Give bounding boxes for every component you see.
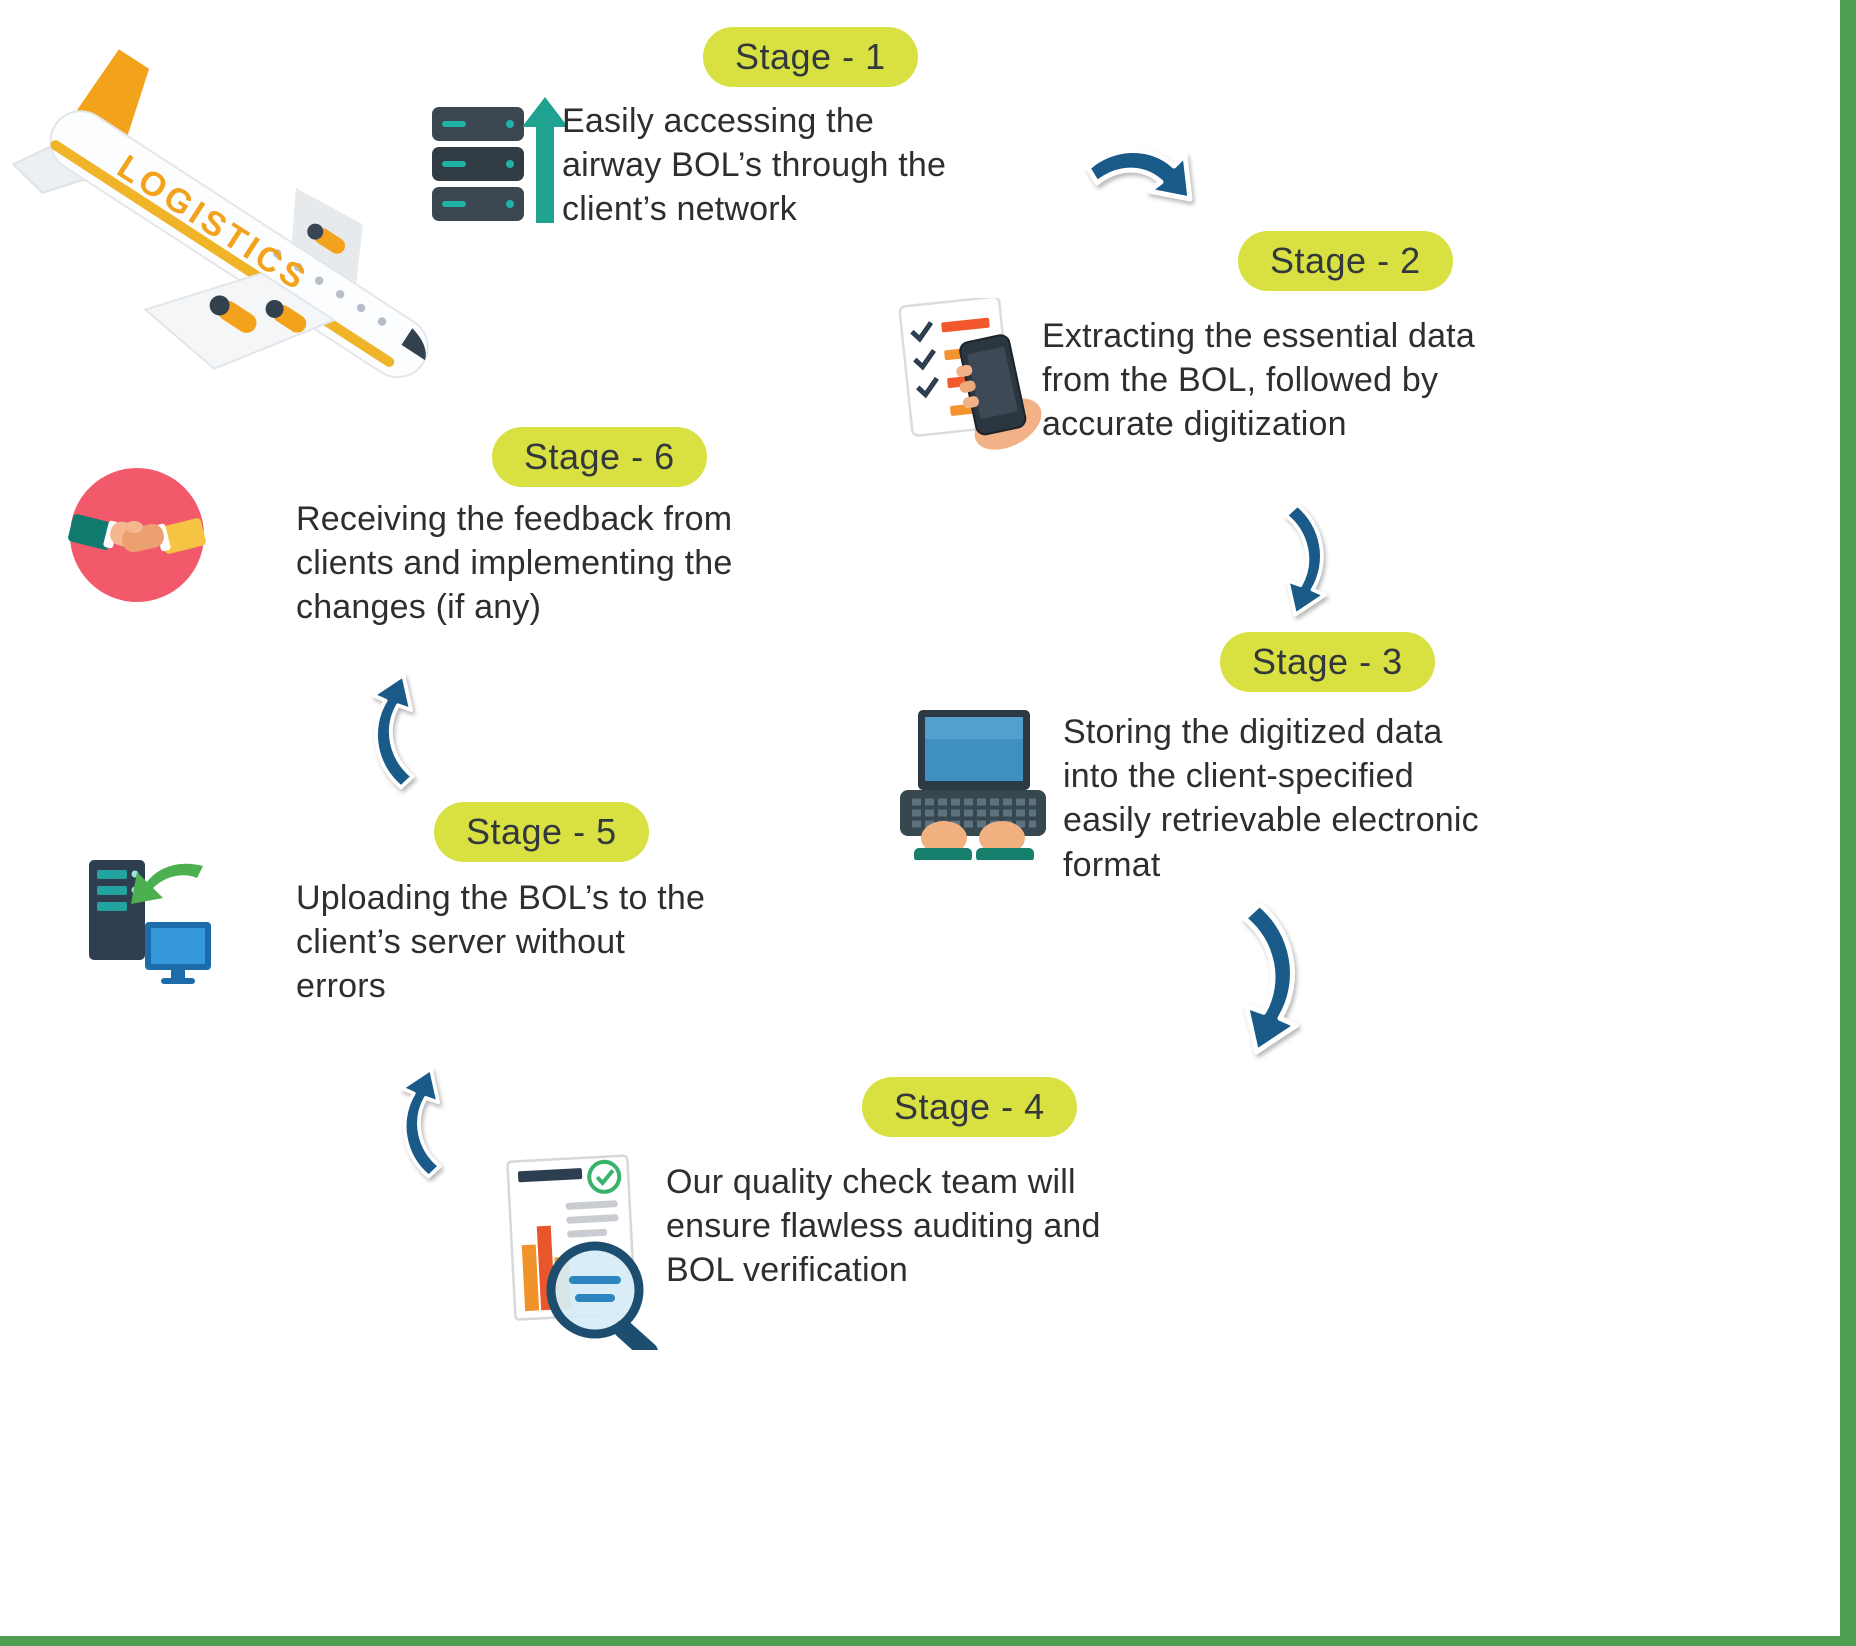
stage-1-badge: Stage - 1 xyxy=(703,27,918,87)
plane-logo-text: LOGISTICS xyxy=(110,148,315,299)
stage-3-badge: Stage - 3 xyxy=(1220,632,1435,692)
magnifier-glass xyxy=(546,1241,644,1339)
stage-2-badge: Stage - 2 xyxy=(1238,231,1453,291)
stage-4-description: Our quality check team will ensure flawl… xyxy=(666,1163,1101,1290)
cargo-plane-illustration: LOGISTICS xyxy=(10,48,480,398)
server-sync-icon xyxy=(85,858,235,990)
stage-6-badge: Stage - 6 xyxy=(492,427,707,487)
airplane-icon: LOGISTICS xyxy=(11,49,429,379)
stage-1-description: Easily accessing the airway BOL’s throug… xyxy=(562,102,947,229)
document-magnifier-icon xyxy=(503,1150,678,1362)
arrow-stage4-to-stage5 xyxy=(382,1066,482,1181)
left-sleeve xyxy=(68,514,114,550)
stage-4-badge: Stage - 4 xyxy=(862,1077,1077,1137)
arrow-stage5-to-stage6 xyxy=(362,672,447,792)
arrow-stage2-to-stage3 xyxy=(1258,498,1330,620)
stage-5-badge: Stage - 5 xyxy=(434,802,649,862)
laptop-typing-icon xyxy=(898,710,1048,862)
handshake-icon xyxy=(68,466,206,604)
stage-6-description: Receiving the feedback from clients and … xyxy=(296,500,733,627)
stage-5-description: Uploading the BOL’s to the client’s serv… xyxy=(296,879,706,1006)
sync-arrow xyxy=(131,863,203,904)
right-hand xyxy=(979,821,1025,855)
arrow-stage3-to-stage4 xyxy=(1205,898,1305,1056)
plane-cockpit-window xyxy=(401,328,426,361)
phone-checklist-icon xyxy=(888,295,1048,453)
left-hand xyxy=(921,821,967,855)
stage-2-description: Extracting the essential data from the B… xyxy=(1042,317,1475,444)
upload-arrow xyxy=(522,97,568,223)
stage-3-description: Storing the digitized data into the clie… xyxy=(1063,713,1479,884)
server-upload-icon xyxy=(432,95,568,235)
plane-fuselage xyxy=(49,110,429,379)
check-circle xyxy=(587,1159,622,1194)
right-sleeve xyxy=(160,518,206,554)
arrow-stage1-to-stage2 xyxy=(1082,142,1197,222)
